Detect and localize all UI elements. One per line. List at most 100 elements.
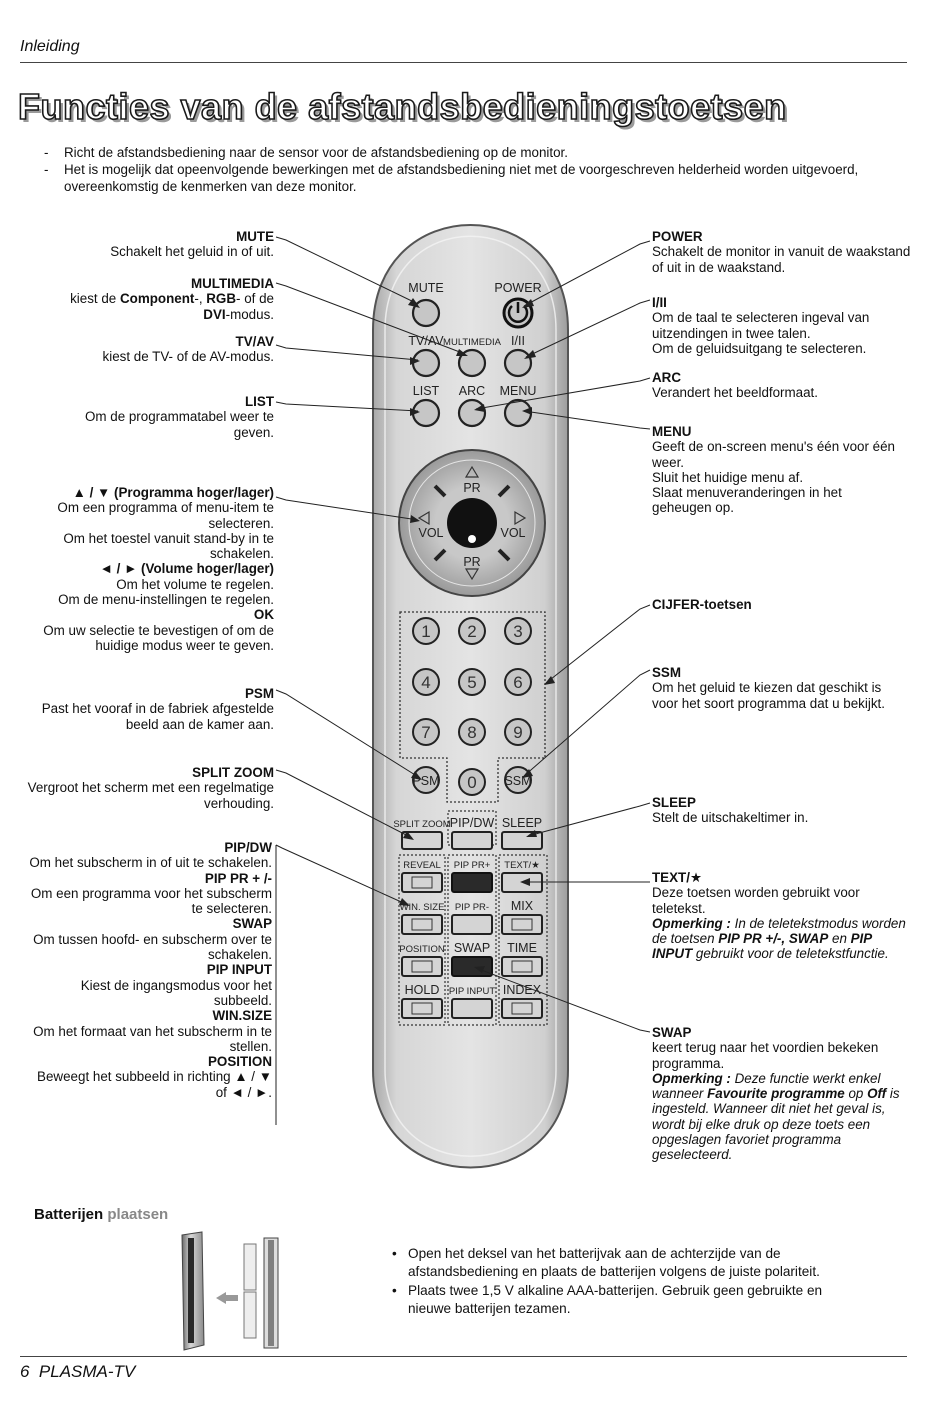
tvav-heading: TV/AV (235, 334, 274, 349)
sleep-description: SLEEP Stelt de uitschakeltimer in. (652, 795, 914, 826)
remote-multimedia-label: MULTIMEDIA (443, 337, 502, 348)
reveal-button[interactable] (401, 872, 443, 893)
digit-label: 8 (467, 723, 476, 742)
swap-left-heading: SWAP (232, 916, 272, 932)
right-leader-lines (475, 240, 651, 1033)
i-ii-button[interactable] (503, 348, 533, 378)
text-description: TEXT/★ Deze toetsen worden gebruikt voor… (652, 870, 908, 962)
psm-heading: PSM (244, 686, 274, 701)
index-icon (511, 1002, 533, 1015)
arc-heading: ARC (652, 370, 682, 385)
arc-text: Verandert het beeldformaat. (652, 385, 819, 401)
digit-3-button[interactable] (504, 617, 532, 645)
remote-text-label: TEXT/★ (504, 860, 539, 871)
battery-instruction-item: Open het deksel van het batterijvak aan … (392, 1245, 832, 1282)
splitzoom-heading: SPLIT ZOOM (192, 765, 274, 780)
ok-button[interactable] (447, 498, 497, 548)
multimedia-button[interactable] (457, 348, 487, 378)
index-button[interactable] (501, 998, 543, 1019)
mute-button[interactable] (411, 298, 441, 328)
remote-power-label: POWER (494, 281, 541, 295)
list-text: Om de programmatabel weer te geven. (84, 409, 274, 440)
page-footer: 6 PLASMA-TV (20, 1362, 136, 1381)
pipinput-text: Kiest de ingangsmodus voor het subbeeld. (80, 977, 272, 1008)
swap-right-description: SWAP keert terug naar het voordien bekek… (652, 1025, 908, 1163)
bottom-divider (20, 1356, 907, 1357)
swap-left-text: Om tussen hoofd- en subscherm over te sc… (33, 931, 272, 963)
cijfer-description: CIJFER-toetsen (652, 597, 914, 612)
pipdw-button[interactable] (451, 831, 493, 850)
power-description: POWER Schakelt de monitor in vanuit de w… (652, 229, 914, 275)
pipprminus-button[interactable] (451, 914, 493, 935)
digit-1-button[interactable] (412, 617, 440, 645)
digit-label: 4 (421, 673, 430, 692)
pipinput-button[interactable] (451, 998, 493, 1019)
digit-8-button[interactable] (458, 718, 486, 746)
digit-label: 9 (513, 723, 522, 742)
digit-4-button[interactable] (412, 668, 440, 696)
cijfer-heading: CIJFER-toetsen (652, 597, 752, 612)
digit-5-button[interactable] (458, 668, 486, 696)
battery-cell (243, 1243, 257, 1291)
battery-cell (243, 1291, 257, 1339)
i-ii-text-2: Om de geluidsuitgang te selecteren. (652, 340, 867, 356)
mute-text: Schakelt het geluid in of uit. (110, 244, 274, 260)
position-heading: POSITION (208, 1054, 272, 1070)
winsize-button[interactable] (401, 914, 443, 935)
battery-instruction-item: Plaats twee 1,5 V alkaline AAA-batterije… (392, 1282, 832, 1319)
splitzoom-text: Vergroot het scherm met een regelmatige … (27, 780, 274, 811)
time-button[interactable] (501, 956, 543, 977)
position-button[interactable] (401, 956, 443, 977)
hold-button[interactable] (401, 998, 443, 1019)
remote-menu-label: MENU (500, 384, 537, 398)
digit-7-button[interactable] (412, 718, 440, 746)
digit-label: 0 (467, 773, 476, 792)
ssm-button[interactable] (504, 766, 532, 794)
left-leader-lines (275, 236, 466, 1125)
top-divider (20, 62, 907, 63)
pipprplus-button[interactable] (451, 872, 493, 893)
vol-up-icon[interactable] (514, 510, 527, 526)
position-text: Beweegt het subbeeld in richting ▲ / ▼ o… (37, 1069, 272, 1100)
arrow-left-icon (216, 1292, 226, 1304)
remote-time-label: TIME (507, 941, 537, 955)
pr-down-icon[interactable] (464, 568, 480, 581)
digit-2-button[interactable] (458, 617, 486, 645)
arc-button[interactable] (457, 398, 487, 428)
vol-text-1: Om het volume te regelen. (116, 576, 274, 592)
i-ii-text-1: Om de taal te selecteren ingeval van uit… (652, 310, 870, 341)
number-buttons (412, 617, 532, 796)
splitzoom-button[interactable] (401, 831, 443, 850)
swap-button[interactable] (451, 956, 493, 977)
digit-9-button[interactable] (504, 718, 532, 746)
remote-arc-label: ARC (459, 384, 485, 398)
digit-0-button[interactable] (458, 768, 486, 796)
pr-vol-ok-description: ▲ / ▼ (Programma hoger/lager) Om een pro… (14, 485, 274, 653)
remote-pr-down-label: PR (463, 555, 480, 569)
mix-icon (511, 918, 533, 931)
digit-6-button[interactable] (504, 668, 532, 696)
i-ii-heading: I/II (652, 295, 667, 310)
psm-description: PSM Past het vooraf in de fabriek afgest… (14, 686, 274, 732)
remote-swap-label: SWAP (454, 941, 490, 955)
swap-right-text: keert terug naar het voordien bekeken pr… (652, 1040, 879, 1071)
battery-compartment (188, 1238, 194, 1343)
menu-heading: MENU (652, 424, 692, 439)
remote-pr-up-label: PR (463, 481, 480, 495)
psm-text: Past het vooraf in de fabriek afgestelde… (41, 701, 274, 732)
mix-button[interactable] (501, 914, 543, 935)
vol-down-icon[interactable] (417, 510, 430, 526)
intro-list: Richt de afstandsbediening naar de senso… (44, 144, 894, 195)
pr-up-icon[interactable] (464, 465, 480, 478)
psm-button[interactable] (412, 766, 440, 794)
splitzoom-description: SPLIT ZOOM Vergroot het scherm met een r… (24, 765, 274, 811)
remote-ssm-label: SSM (504, 774, 531, 788)
power-icon (507, 305, 529, 323)
left-arrow-heads (399, 298, 468, 906)
multimedia-heading: MULTIMEDIA (190, 276, 274, 291)
ssm-text: Om het geluid te kiezen dat geschikt is … (652, 680, 885, 711)
tvav-button[interactable] (411, 348, 441, 378)
remote-tvav-label: TV/AV (408, 334, 444, 348)
